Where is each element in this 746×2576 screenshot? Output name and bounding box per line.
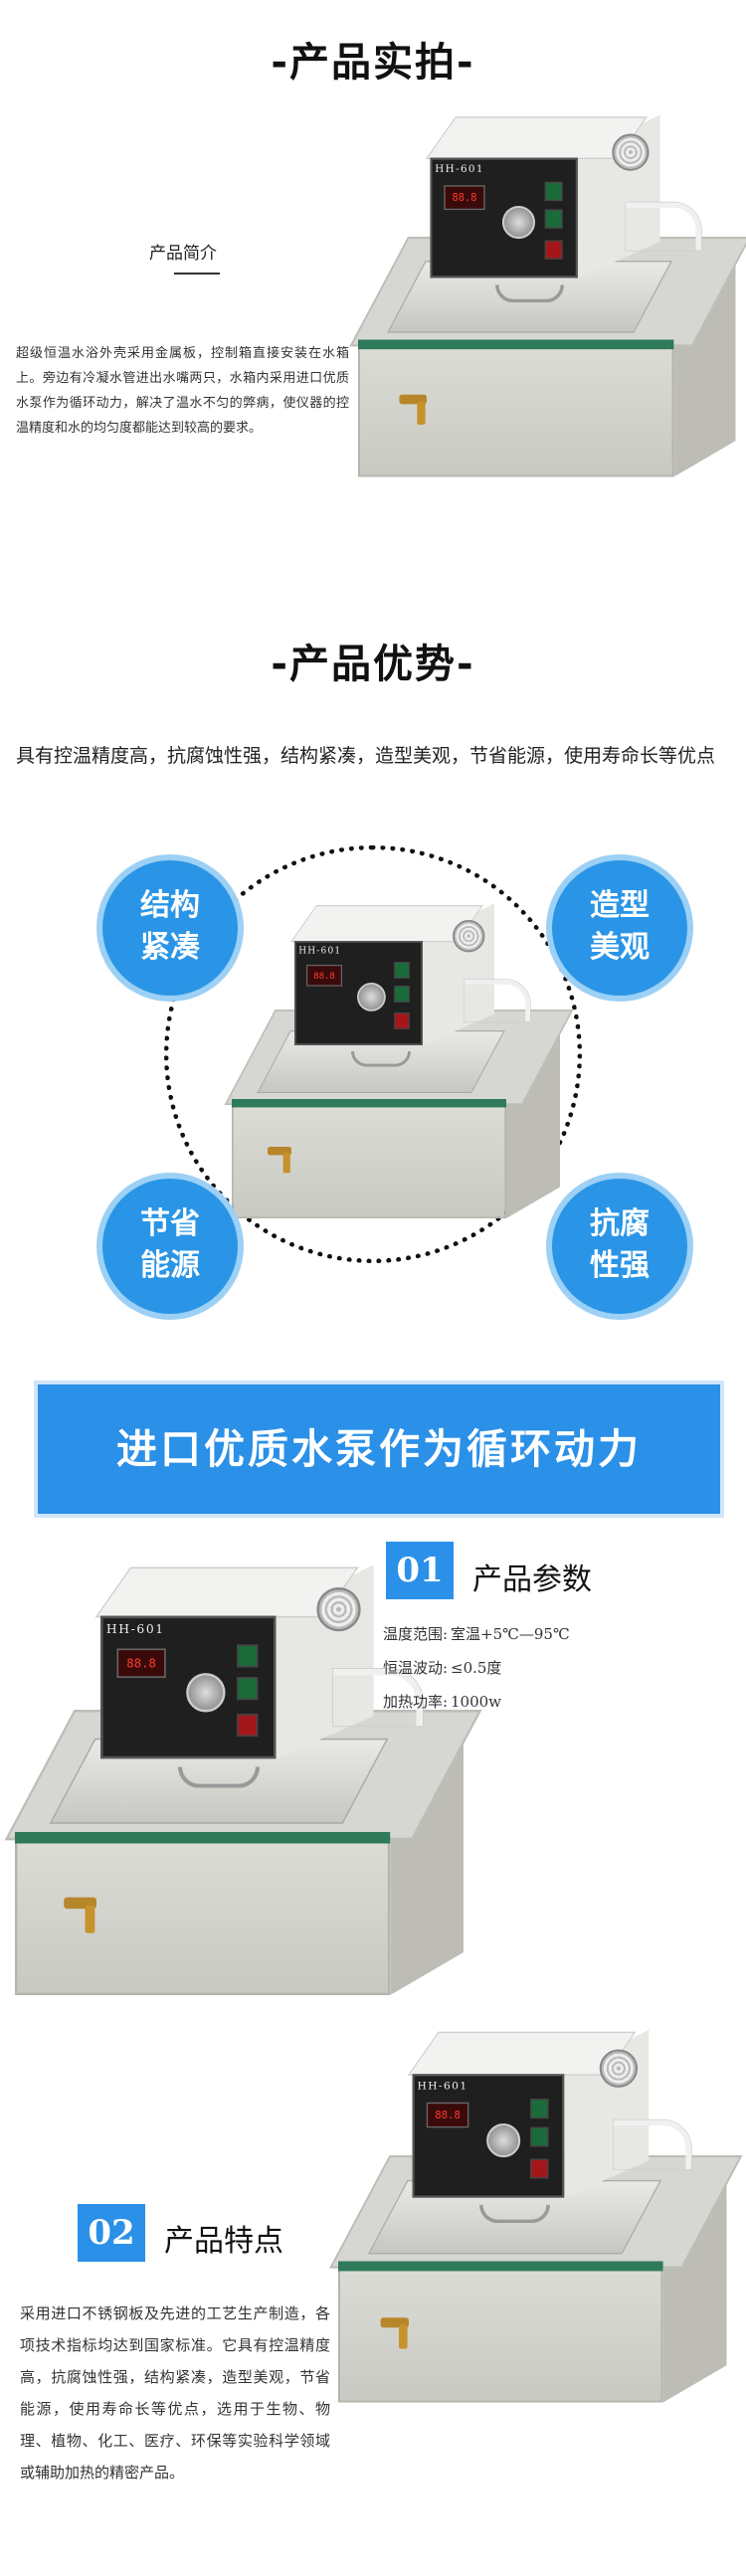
fan-icon	[453, 920, 485, 953]
fan-icon	[316, 1587, 361, 1632]
intro-divider	[174, 273, 220, 275]
param-row: 加热功率:1000w	[383, 1693, 502, 1711]
param-row: 温度范围:室温+5℃—95℃	[383, 1625, 570, 1643]
param-row: 恒温波动:≤0.5度	[383, 1659, 502, 1677]
banner-text: 进口优质水泵作为循环动力	[116, 1425, 642, 1473]
control-knob	[357, 983, 386, 1012]
section-number-02: 02	[78, 2204, 145, 2262]
advantages-paragraph: 具有控温精度高，抗腐蚀性强，结构紧凑，造型美观，节省能源，使用寿命长等优点	[16, 745, 716, 767]
device-model-label: HH-601	[417, 2079, 468, 2093]
product-photo-3: HH-601 88.8	[4, 1547, 482, 2003]
section-title-advantages: -产品优势-	[271, 642, 475, 687]
features-title: 产品特点	[164, 2224, 283, 2259]
product-photo-2: HH-601 88.8	[224, 890, 574, 1224]
intro-paragraph: 超级恒温水浴外壳采用金属板，控制箱直接安装在水箱上。旁边有冷凝水管进出水嘴两只，…	[16, 346, 349, 436]
params-title: 产品参数	[472, 1563, 592, 1597]
device-model-label: HH-601	[298, 945, 342, 956]
control-knob	[486, 2123, 521, 2158]
badge-corrosion-resistant: 抗腐 性强	[552, 1179, 687, 1314]
fan-icon	[612, 133, 650, 171]
product-photo-1: HH-601 88.8	[349, 99, 746, 483]
badge-energy-saving: 节省 能源	[102, 1179, 238, 1314]
temperature-display: 88.8	[306, 965, 342, 987]
section-number-01: 01	[386, 1542, 454, 1599]
control-knob	[186, 1673, 226, 1713]
features-paragraph: 采用进口不锈钢板及先进的工艺生产制造，各项技术指标均达到国家标准。它具有控温精度…	[20, 2304, 330, 2482]
dotted-circle	[164, 845, 582, 1263]
device-model-label: HH-601	[105, 1621, 165, 1637]
badge-attractive-design: 造型 美观	[552, 860, 687, 996]
temperature-display: 88.8	[426, 2102, 469, 2128]
badge-compact-structure: 结构 紧凑	[102, 860, 238, 996]
section-title-photos: -产品实拍-	[271, 40, 475, 86]
product-photo-4: HH-601 88.8	[329, 2014, 743, 2410]
fan-icon	[599, 2049, 639, 2088]
control-knob	[501, 205, 536, 240]
device-model-label: HH-601	[435, 162, 484, 175]
intro-label: 产品简介	[149, 244, 217, 264]
temperature-display: 88.8	[116, 1648, 166, 1679]
temperature-display: 88.8	[444, 185, 485, 211]
pump-banner: 进口优质水泵作为循环动力	[38, 1384, 720, 1514]
